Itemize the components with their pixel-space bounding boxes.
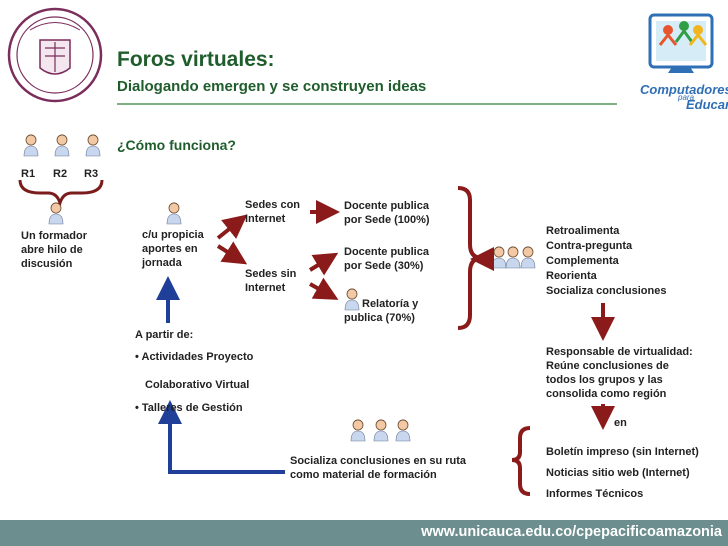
sedes-con-line: Internet bbox=[245, 213, 286, 225]
relatoria-line: publica (70%) bbox=[344, 312, 415, 324]
roles-people-group bbox=[23, 134, 101, 157]
action-item: Complementa bbox=[546, 255, 619, 267]
role-label-r3: R3 bbox=[84, 168, 99, 180]
apartir-item: • Actividades Proyecto bbox=[135, 351, 254, 363]
page-subtitle: Dialogando emergen y se construyen ideas bbox=[117, 78, 427, 95]
responsable-line: Responsable de virtualidad: bbox=[546, 346, 693, 358]
cpe-logo-text-1: Computadores bbox=[640, 82, 728, 97]
en-label: en bbox=[614, 417, 627, 429]
cpe-logo-text-2: para bbox=[678, 93, 695, 102]
cpe-logo bbox=[648, 13, 714, 73]
docente-100-line: por Sede (100%) bbox=[344, 214, 430, 226]
action-item: Socializa conclusiones bbox=[546, 285, 667, 297]
right-brace bbox=[457, 186, 483, 330]
action-item: Retroalimenta bbox=[546, 225, 620, 237]
formador-line: Un formador bbox=[21, 230, 87, 242]
apartir-item: Colaborativo Virtual bbox=[145, 379, 250, 391]
outputs-brace bbox=[511, 426, 531, 496]
docente-30-text: Docente publica por Sede (30%) bbox=[344, 245, 429, 273]
footer-url-link[interactable]: www.unicauca.edu.co/cpepacificoamazonia bbox=[421, 524, 722, 540]
formador-text: Un formador abre hilo de discusión bbox=[21, 229, 87, 271]
relatoria-text: Relatoría y publica (70%) bbox=[344, 297, 418, 325]
output-boletin: Boletín impreso (sin Internet) bbox=[546, 446, 699, 458]
sedes-con-line: Sedes con bbox=[245, 199, 301, 211]
sedes-sin-line: Internet bbox=[245, 282, 286, 294]
action-item: Contra-pregunta bbox=[546, 240, 633, 252]
sedes-sin-text: Sedes sin Internet bbox=[245, 267, 296, 295]
socializa-line: como material de formación bbox=[290, 469, 437, 481]
page-title: Foros virtuales: bbox=[117, 48, 275, 71]
responsable-line: consolida como región bbox=[546, 388, 667, 400]
output-informes: Informes Técnicos bbox=[546, 488, 644, 500]
role-label-r2: R2 bbox=[53, 168, 68, 180]
socializa-text: Socializa conclusiones en su ruta como m… bbox=[290, 454, 466, 482]
cpe-logo-text-3: Educar bbox=[686, 97, 728, 112]
role-label-r1: R1 bbox=[21, 168, 36, 180]
docente-30-line: por Sede (30%) bbox=[344, 260, 424, 272]
section-question: ¿Cómo funciona? bbox=[117, 137, 236, 153]
footer-bar bbox=[0, 520, 728, 546]
sedes-sin-line: Sedes sin bbox=[245, 268, 297, 280]
docente-100-line: Docente publica bbox=[344, 200, 429, 212]
propicia-line: aportes en bbox=[142, 243, 198, 255]
sedes-con-text: Sedes con Internet bbox=[245, 198, 300, 226]
responsable-text: Responsable de virtualidad: Reúne conclu… bbox=[546, 345, 693, 401]
responsable-line: todos los grupos y las bbox=[546, 374, 663, 386]
propicia-line: jornada bbox=[142, 257, 182, 269]
apartir-heading: A partir de: bbox=[135, 329, 194, 341]
apartir-item: • Talleres de Gestión bbox=[135, 402, 243, 414]
formador-line: discusión bbox=[21, 258, 73, 270]
socializa-line: Socializa conclusiones en su ruta bbox=[290, 455, 467, 467]
actions-list: Retroalimenta Contra-pregunta Complement… bbox=[546, 224, 666, 299]
roles-brace bbox=[18, 179, 104, 209]
docente-100-text: Docente publica por Sede (100%) bbox=[344, 199, 430, 227]
title-divider bbox=[117, 103, 617, 105]
propicia-line: c/u propicia bbox=[142, 229, 204, 241]
docente-30-line: Docente publica bbox=[344, 246, 429, 258]
university-seal-logo bbox=[7, 7, 103, 103]
output-noticias: Noticias sitio web (Internet) bbox=[546, 467, 690, 479]
action-item: Reorienta bbox=[546, 270, 597, 282]
relatoria-line: Relatoría y bbox=[362, 298, 419, 310]
propicia-text: c/u propicia aportes en jornada bbox=[142, 228, 204, 270]
formador-line: abre hilo de bbox=[21, 244, 83, 256]
responsable-line: Reúne conclusiones de bbox=[546, 360, 669, 372]
